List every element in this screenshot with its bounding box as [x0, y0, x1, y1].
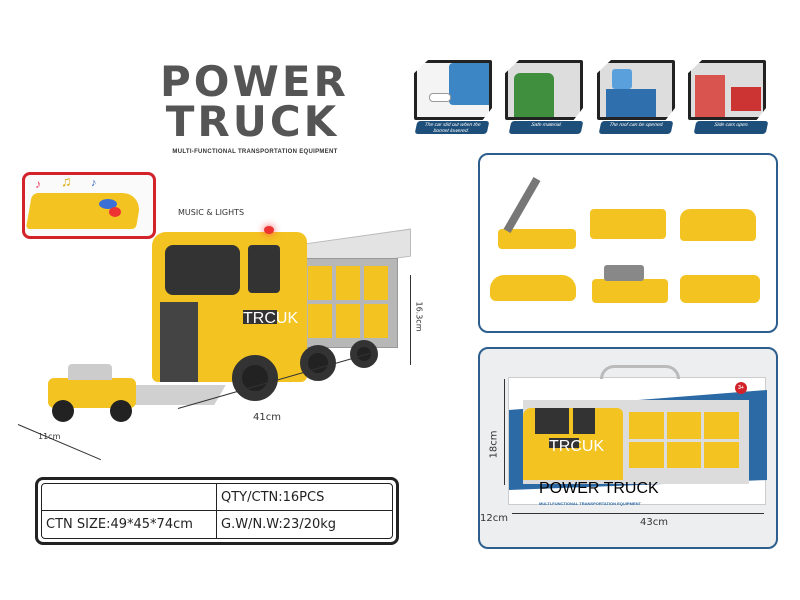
specs-table: QTY/CTN:16PCS CTN SIZE:49*45*74cm G.W/N.… — [35, 477, 399, 545]
dimension-height: 16.3cm — [414, 301, 424, 332]
vehicle-dump-truck — [590, 205, 670, 245]
vehicle-ladder-truck — [498, 177, 578, 255]
specs-qty: QTY/CTN:16PCS — [217, 484, 392, 511]
specs-ctn-size: CTN SIZE:49*45*74cm — [42, 511, 217, 538]
product-subtitle: MULTI-FUNCTIONAL TRANSPORTATION EQUIPMEN… — [172, 149, 338, 155]
package-depth: 12cm — [480, 513, 508, 524]
music-lights-label: MUSIC & LIGHTS — [178, 208, 245, 217]
music-lights-inset: ♪ ♫ ♪ — [22, 172, 156, 239]
feature-caption: Side cars open. — [693, 121, 769, 134]
package-truck-logo: TRCUK — [549, 438, 605, 455]
truck-logo: TRCUK — [243, 310, 299, 327]
music-note-icon: ♪ — [35, 177, 41, 191]
specs-cell-empty — [42, 484, 217, 511]
feature-image-side — [688, 60, 766, 120]
age-badge: 3+ — [735, 382, 747, 394]
vehicle-jeep — [592, 265, 672, 305]
feature-caption: Safe material. — [508, 121, 584, 134]
product-title: POWER TRUCK — [160, 57, 349, 146]
feature-caption: The roof can be opened. — [598, 121, 674, 134]
package-title: POWER TRUCK — [539, 480, 659, 497]
vehicle-taxi — [490, 267, 576, 307]
package-length: 43cm — [640, 517, 668, 528]
specs-weight: G.W/N.W:23/20kg — [221, 517, 337, 532]
dimension-width: 11cm — [38, 432, 61, 441]
package-subtitle: MULTI-FUNCTIONAL TRANSPORTATION EQUIPMEN… — [539, 501, 641, 506]
package-box: TRCUK 3+ POWER TRUCK MULTI-FUNCTIONAL TR… — [508, 377, 767, 506]
vehicle-van — [680, 205, 760, 245]
music-note-icon: ♪ — [91, 177, 97, 189]
feature-image-material — [505, 60, 583, 120]
feature-image-bonnet — [414, 60, 492, 120]
music-note-icon: ♫ — [61, 173, 72, 189]
package-height: 18cm — [488, 430, 500, 459]
included-vehicles-panel — [478, 153, 778, 333]
vehicle-crane — [680, 265, 760, 305]
feature-image-roof — [597, 60, 675, 120]
dimension-length: 41cm — [253, 412, 281, 423]
feature-caption: The car slid out when the bonnet lowered… — [414, 121, 490, 134]
package-panel: TRCUK 3+ POWER TRUCK MULTI-FUNCTIONAL TR… — [478, 347, 778, 549]
